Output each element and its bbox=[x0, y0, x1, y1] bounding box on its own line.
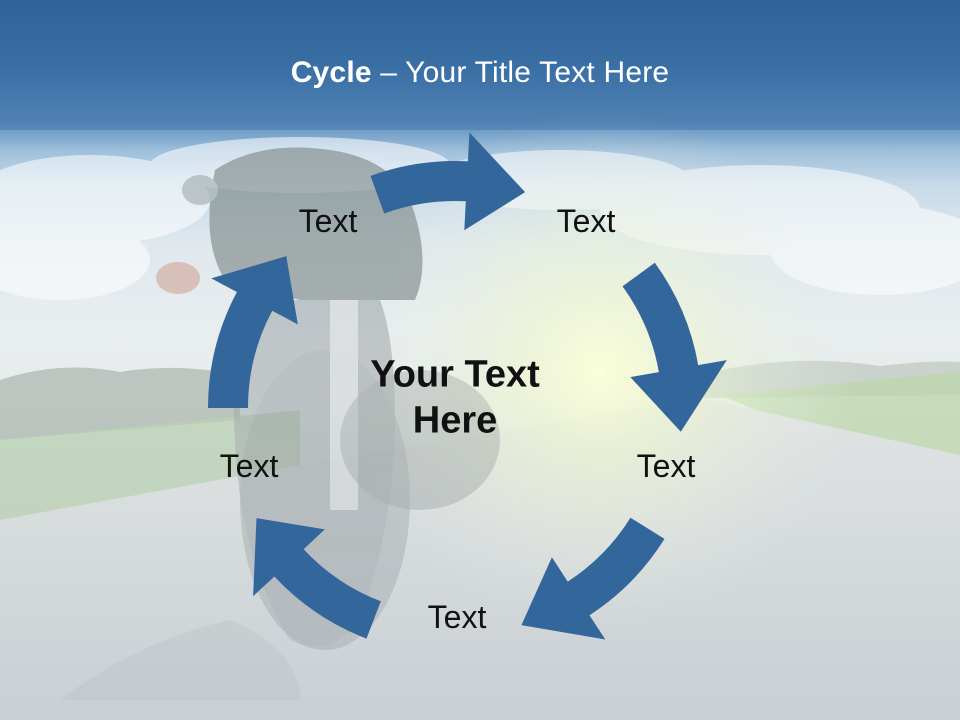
title-rest: – Your Title Text Here bbox=[371, 56, 670, 89]
cycle-arrow-2 bbox=[622, 262, 727, 432]
title-bold: Cycle bbox=[290, 56, 372, 89]
cycle-node-label-2: Text bbox=[556, 203, 616, 239]
cycle-node-label-5: Text bbox=[219, 448, 279, 484]
cycle-arrow-4 bbox=[253, 518, 381, 639]
cycle-node-label-4: Text bbox=[427, 599, 487, 635]
cycle-arrow-3 bbox=[521, 517, 665, 640]
cycle-arrow-5 bbox=[208, 256, 298, 408]
center-text: Your Text Here bbox=[370, 353, 540, 441]
cycle-node-label-3: Text bbox=[636, 448, 696, 484]
slide-title: Cycle – Your Title Text Here bbox=[0, 56, 960, 90]
cycle-arrow-1 bbox=[370, 132, 526, 231]
cycle-node-label-1: Text bbox=[298, 203, 358, 239]
